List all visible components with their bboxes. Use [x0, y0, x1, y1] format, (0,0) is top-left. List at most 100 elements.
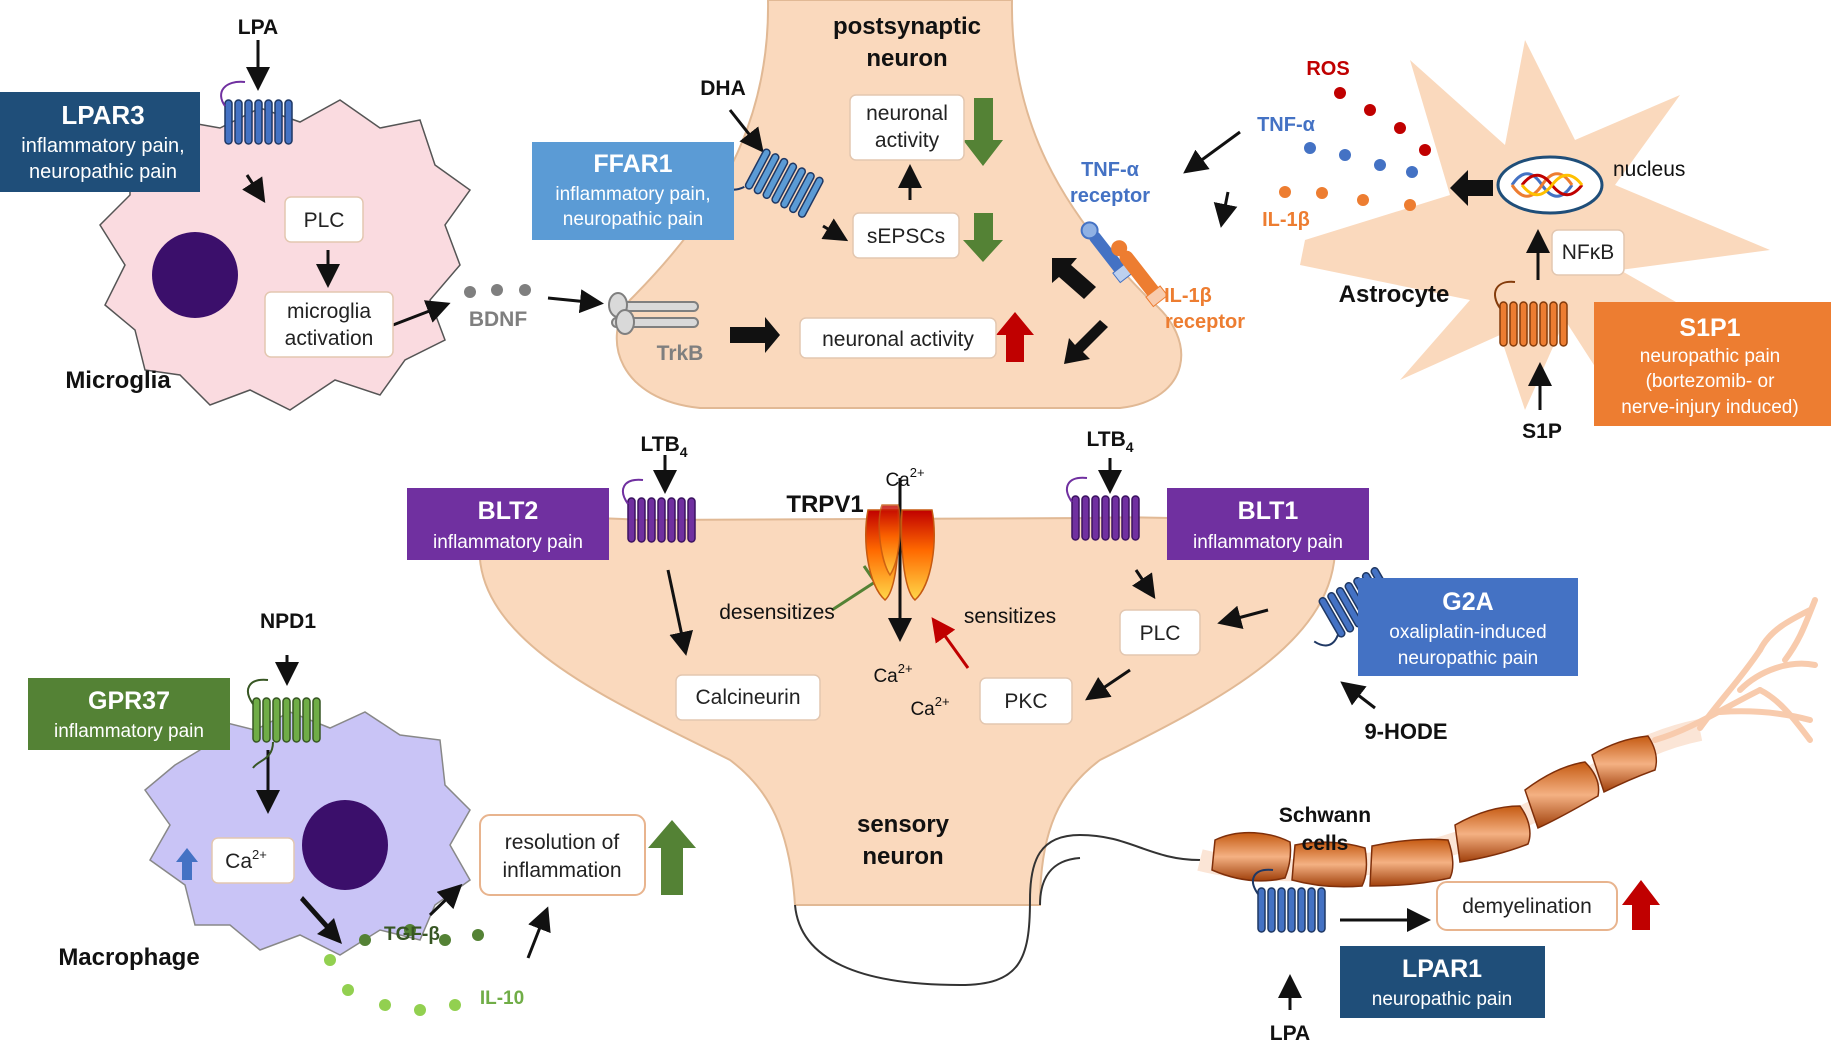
blt1-label-box: BLT1 inflammatory pain: [1167, 488, 1369, 560]
microglia-activation-box: microglia activation: [264, 291, 394, 358]
blt1-receptor-icon: [1066, 476, 1140, 541]
il10-label: IL-10: [480, 988, 524, 1009]
ca-top-label: Ca2+: [885, 465, 924, 491]
s1p1-name: S1P1: [1679, 314, 1740, 342]
lpar3-label-box: LPAR3 inflammatory pain, neuropathic pai…: [0, 92, 200, 192]
il1b-label: IL-1β: [1262, 209, 1310, 231]
bdnf-label: BDNF: [469, 308, 527, 331]
ros-dots: [1334, 87, 1431, 156]
up-green-arrow: [648, 820, 696, 895]
sensory-plc-box: PLC: [1119, 609, 1201, 656]
ltb4-right-label: LTB4: [1086, 428, 1133, 455]
neuronal-activity-top-line-2: activity: [875, 129, 940, 152]
g2a-desc-1: oxaliplatin-induced: [1389, 622, 1546, 643]
lpa-bottom-label: LPA: [1270, 1022, 1310, 1045]
sensitizes-label: sensitizes: [964, 605, 1056, 628]
signal-arrows: [242, 40, 1552, 1010]
calcineurin-box: Calcineurin: [675, 674, 821, 721]
gpr37-name: GPR37: [88, 687, 170, 715]
tnf-label: TNF-α: [1257, 114, 1316, 136]
schwann-label-2: cells: [1302, 832, 1349, 855]
lpa-top-label: LPA: [238, 16, 278, 39]
pkc-box: PKC: [979, 677, 1073, 725]
hode-label: 9-HODE: [1364, 719, 1447, 744]
blt2-name: BLT2: [478, 497, 539, 525]
ca-low-label: Ca2+: [910, 694, 949, 720]
blt2-receptor-icon: [622, 478, 696, 543]
macrophage-label: Macrophage: [58, 944, 199, 971]
npd1-label: NPD1: [260, 610, 316, 633]
up-red-arrow-2: [1622, 880, 1660, 930]
lpar3-desc-1: inflammatory pain,: [21, 135, 184, 157]
sepscs-box: sEPSCs: [852, 212, 960, 259]
g2a-desc-2: neuropathic pain: [1398, 648, 1539, 669]
gpr37-desc-1: inflammatory pain: [54, 721, 204, 742]
microglia-label: Microglia: [65, 367, 171, 394]
dha-label: DHA: [700, 77, 746, 100]
demyelination-label: demyelination: [1462, 895, 1592, 918]
microglia-activation-line-2: activation: [285, 327, 374, 350]
g2a-receptor-icon: [1313, 565, 1399, 647]
blt1-desc-1: inflammatory pain: [1193, 532, 1343, 553]
demyelination-box: demyelination: [1436, 881, 1618, 931]
macrophage-nucleus: [302, 800, 388, 890]
schwann-cells: [1211, 735, 1658, 888]
blt2-desc-1: inflammatory pain: [433, 532, 583, 553]
il1b-receptor-label-1: IL-1β: [1164, 285, 1212, 307]
axon-terminal-branches: [1652, 597, 1818, 743]
sensory-label-1: sensory: [857, 811, 950, 838]
il10-dots: [324, 954, 461, 1016]
calcineurin-label: Calcineurin: [695, 686, 800, 709]
desensitizes-label: desensitizes: [719, 601, 835, 624]
microglia-plc-label: PLC: [304, 209, 345, 232]
lpar1-label-box: LPAR1 neuropathic pain: [1340, 946, 1545, 1018]
postsynaptic-label-2: neuron: [866, 45, 947, 72]
trpv1-label: TRPV1: [786, 491, 863, 518]
ca-mid-label: Ca2+: [873, 661, 912, 687]
indicator-arrows: [176, 98, 1660, 930]
down-green-arrow-2: [963, 213, 1003, 262]
resolution-box: resolution of inflammation: [479, 814, 646, 896]
lpar3-desc-2: neuropathic pain: [29, 161, 177, 183]
lpar1-desc-1: neuropathic pain: [1372, 989, 1513, 1010]
schwann-label-1: Schwann: [1279, 804, 1371, 827]
lpar1-name: LPAR1: [1402, 955, 1482, 983]
thick-arrows: [300, 170, 1493, 944]
postsynaptic-label-1: postsynaptic: [833, 13, 981, 40]
microglia-plc-box: PLC: [284, 196, 364, 243]
neuronal-activity-top-box: neuronal activity: [849, 94, 965, 161]
blt2-label-box: BLT2 inflammatory pain: [407, 488, 609, 560]
sepscs-label: sEPSCs: [867, 225, 945, 248]
trkb-label: TrkB: [657, 342, 704, 365]
il1b-receptor-label-2: receptor: [1165, 311, 1245, 333]
gpr37-receptor-icon: [247, 678, 321, 769]
astrocyte-nucleus: [1496, 155, 1604, 215]
lpar1-receptor-icon: [1252, 868, 1326, 933]
tnf-dots: [1304, 142, 1418, 178]
trpv1-channel-icon: [865, 504, 935, 601]
microglia-activation-line-1: microglia: [287, 300, 371, 323]
astrocyte-shape: [1300, 40, 1770, 410]
macrophage-ca-box: Ca2+: [211, 837, 295, 884]
ros-label: ROS: [1306, 58, 1349, 80]
up-blue-arrow: [176, 848, 198, 880]
bdnf-dots: [464, 284, 531, 298]
sensory-label-2: neuron: [862, 843, 943, 870]
s1p1-receptor-icon: [1494, 280, 1568, 347]
dna-icon: [1510, 172, 1584, 198]
nucleus-label: nucleus: [1613, 158, 1685, 181]
nfkb-box: NFκB: [1551, 229, 1625, 276]
resolution-line-1: resolution of: [505, 831, 620, 854]
ltb4-left-label: LTB4: [640, 433, 687, 460]
il1b-receptor-icon: [1111, 240, 1169, 308]
up-red-arrow-1: [996, 312, 1034, 362]
tnf-receptor-label-1: TNF-α: [1081, 159, 1140, 181]
sensitize-arrow: [931, 617, 970, 669]
g2a-label-box: G2A oxaliplatin-induced neuropathic pain: [1358, 578, 1578, 676]
s1p1-desc-1: neuropathic pain: [1640, 346, 1781, 367]
resolution-line-2: inflammation: [502, 859, 621, 882]
tgfb-label: TGF-β: [384, 924, 440, 945]
il1b-dots: [1279, 186, 1416, 211]
sensory-axon: [794, 833, 1201, 987]
